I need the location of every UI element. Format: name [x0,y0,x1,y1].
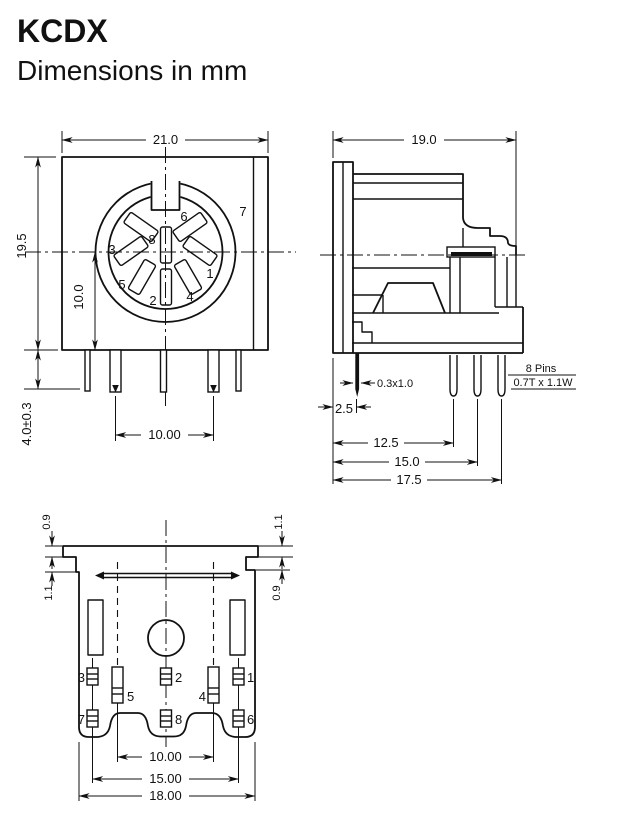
contact-pin5 [127,259,157,295]
side-dim-row1-label: 12.5 [373,435,398,450]
bottom-slot-right [229,599,246,656]
bottom-pin-label-7: 7 [78,712,85,727]
side-pins-note-line1: 8 Pins [526,363,557,375]
bottom-slot-left [87,599,104,656]
front-pin-label-2: 2 [149,293,156,308]
bottom-pin-label-1: 1 [247,670,254,685]
front-pin-label-4: 4 [186,289,193,304]
bottom-dim-left: 1.1 [43,571,78,601]
side-pins-note: 8 Pins 0.7T x 1.1W [508,363,576,390]
bottom-dim-top-left-label: 0.9 [41,514,53,529]
side-body [353,173,517,255]
bottom-dim-right-label: 0.9 [271,585,283,600]
bottom-dim-pitch-outer-label: 18.00 [149,788,182,803]
bottom-dim-pitch-inner-label: 10.00 [149,749,182,764]
contact-pin1 [182,236,218,266]
side-dim-tab-offset-label: 2.5 [335,401,353,416]
bottom-pin-label-5: 5 [127,689,134,704]
side-interior [352,257,523,354]
bottom-dim-right: 0.9 [256,569,290,601]
side-dim-tab-label: 0.3x1.0 [377,378,413,390]
bottom-pin-pads [86,666,245,728]
contact-pin4 [173,259,203,295]
bottom-dim-pitch-mid: 15.00 [92,771,239,786]
bottom-pin-label-4: 4 [199,689,206,704]
front-dim-width: 21.0 [61,131,269,153]
side-shell [494,255,524,353]
front-bottom-pins [84,349,242,393]
contact-pin7 [123,212,159,242]
front-pin-label-5: 5 [118,277,125,292]
front-dim-pin-length: 4.0±0.3 [19,349,80,446]
side-solder-tab [355,353,360,397]
side-dim-tab: 0.3x1.0 [340,378,413,390]
front-dim-mount-pitch: 10.00 [115,396,214,442]
front-dim-pin-length-label: 4.0±0.3 [19,402,34,445]
side-view: 19.0 0.3x1.0 2.5 12.5 15.0 [318,131,576,487]
side-dim-row3-label: 17.5 [396,472,421,487]
side-dim-pin-rows: 12.5 15.0 17.5 [332,399,502,487]
bottom-dim-pitch-outer: 18.00 [78,742,256,803]
front-dim-center-label: 10.0 [71,284,86,309]
title-block: KCDX Dimensions in mm [17,13,247,86]
front-pin-label-6: 6 [180,209,187,224]
bottom-dim-left-label: 1.1 [43,585,55,600]
contact-pin3 [113,236,149,266]
side-pins-note-line2: 0.7T x 1.1W [513,377,573,389]
bottom-column-lines [92,520,239,783]
front-view: 6 3 8 1 5 4 2 7 21.0 [14,131,296,446]
bottom-spring-contact [95,571,240,580]
front-dim-height-label: 19.5 [14,233,29,258]
bottom-dim-pitch-inner: 10.00 [117,749,214,764]
page-title: KCDX [17,13,108,49]
bottom-pin-label-2: 2 [175,670,182,685]
bottom-dim-top-right-label: 1.1 [273,514,285,529]
front-pin-label-3: 3 [108,242,115,257]
side-dim-row2-label: 15.0 [394,454,419,469]
bottom-view: 3 5 2 4 1 7 8 6 0.9 1.1 1.1 [41,514,293,803]
front-dim-width-label: 21.0 [153,132,178,147]
bottom-pin-label-6: 6 [247,712,254,727]
side-dim-depth-label: 19.0 [411,132,436,147]
bottom-outline [62,545,259,738]
side-dim-tab-offset: 2.5 [318,358,371,484]
front-dim-height: 19.5 [14,156,58,351]
page-subtitle: Dimensions in mm [17,55,247,86]
front-dim-mount-pitch-label: 10.00 [148,427,181,442]
side-bottom-pins [449,355,506,397]
contact-pin6 [172,212,208,242]
side-dim-depth: 19.0 [332,131,517,246]
front-pin-label-1: 1 [206,266,213,281]
front-dim-center: 10.0 [71,251,98,351]
bottom-dim-top-right: 1.1 [247,514,293,569]
side-contact-bar [446,246,496,258]
bottom-pin-label-3: 3 [78,670,85,685]
bottom-pin-label-8: 8 [175,712,182,727]
bottom-dim-pitch-mid-label: 15.00 [149,771,182,786]
front-pin-label-7: 7 [239,204,246,219]
bottom-dim-top-left: 0.9 [41,514,75,569]
front-pin-label-8: 8 [148,232,155,247]
